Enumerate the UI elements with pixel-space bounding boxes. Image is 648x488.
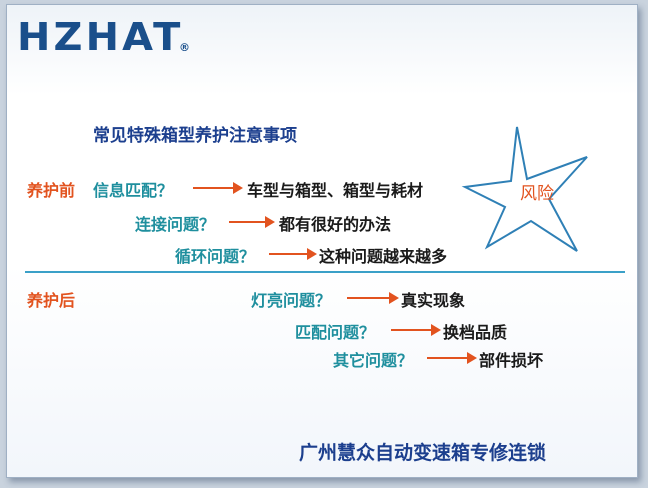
arrow-icon bbox=[229, 215, 275, 229]
arrow-icon bbox=[347, 291, 399, 305]
after-answer-1: 真实现象 bbox=[401, 291, 466, 310]
before-question-3: 循环问题？ bbox=[175, 247, 256, 266]
registered-mark: ® bbox=[179, 41, 190, 54]
after-answer-3: 部件损坏 bbox=[479, 351, 544, 370]
before-question-1: 信息匹配？ bbox=[93, 181, 174, 200]
slide: HZHAT ® 常见特殊箱型养护注意事项 养护前 信息匹配？ 车型与箱型、箱型与… bbox=[6, 4, 638, 478]
arrow-icon bbox=[193, 181, 243, 195]
before-question-2: 连接问题？ bbox=[135, 215, 216, 234]
after-question-1: 灯亮问题？ bbox=[251, 291, 332, 310]
slide-heading: 常见特殊箱型养护注意事项 bbox=[93, 126, 297, 146]
star-outline-icon bbox=[461, 126, 588, 252]
before-answer-3: 这种问题越来越多 bbox=[319, 247, 448, 266]
before-answer-1: 车型与箱型、箱型与耗材 bbox=[247, 181, 424, 200]
hzhat-logo: HZHAT bbox=[17, 15, 184, 59]
after-question-3: 其它问题？ bbox=[333, 351, 414, 370]
after-question-2: 匹配问题？ bbox=[295, 323, 376, 342]
arrow-icon bbox=[391, 323, 441, 337]
section-divider bbox=[25, 271, 625, 273]
company-footer: 广州慧众自动变速箱专修连锁 bbox=[299, 442, 547, 464]
arrow-icon bbox=[269, 247, 317, 261]
arrow-icon bbox=[427, 351, 477, 365]
after-maintenance-label: 养护后 bbox=[27, 291, 76, 310]
before-maintenance-label: 养护前 bbox=[27, 181, 76, 200]
before-answer-2: 都有很好的办法 bbox=[279, 215, 392, 234]
risk-label: 风险 bbox=[520, 184, 554, 204]
after-answer-2: 换档品质 bbox=[443, 323, 508, 342]
